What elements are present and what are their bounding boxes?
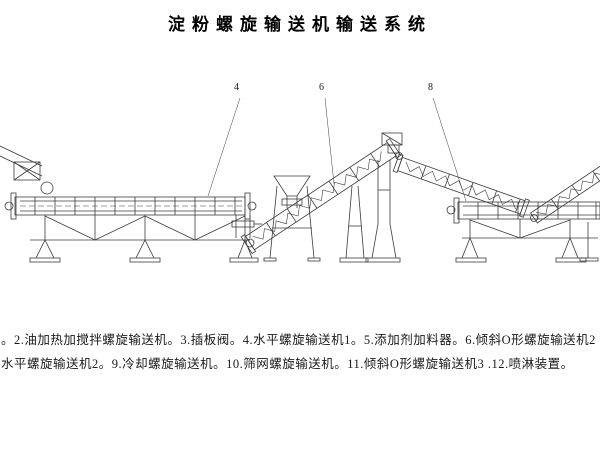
tail-bearing-right: [530, 214, 538, 222]
slide-gate-valve: [231, 215, 262, 238]
inclined-o-screw-conveyor-2: [240, 138, 402, 255]
support-truss-left: [29, 215, 259, 263]
horizontal-screw-conveyor-2: [446, 197, 600, 224]
inclined-conveyor-support: [339, 185, 369, 263]
inclined-conveyor-drive-motor: [381, 132, 403, 160]
support-truss-right: [455, 219, 598, 263]
tail-bearing: [245, 238, 255, 248]
right-edge-support: [579, 222, 599, 262]
additive-feeder-hopper: [263, 175, 321, 262]
callout-number-8: 8: [428, 82, 433, 93]
legend-line-1: 。2.油加热加搅拌螺旋输送机。3.插板阀。4.水平螺旋输送机1。5.添加剂加料器…: [1, 333, 596, 347]
horizontal-screw-conveyor-1: [4, 192, 257, 220]
callout-leader-lines: [207, 97, 467, 202]
mixing-conveyor-drive-section: [0, 145, 54, 195]
callout-number-4: 4: [234, 82, 239, 93]
drawing-title: 淀粉螺旋输送机输送系统: [168, 15, 432, 34]
inclined-o-screw-conveyor-3: [530, 150, 600, 224]
legend: 。2.油加热加搅拌螺旋输送机。3.插板阀。4.水平螺旋输送机1。5.添加剂加料器…: [1, 328, 600, 376]
discharge-chute: [365, 160, 401, 263]
legend-line-2: 水平螺旋输送机2。9.冷却螺旋输送机。10.筛网螺旋输送机。11.倾斜O形螺旋输…: [1, 357, 574, 371]
callout-number-6: 6: [319, 82, 324, 93]
